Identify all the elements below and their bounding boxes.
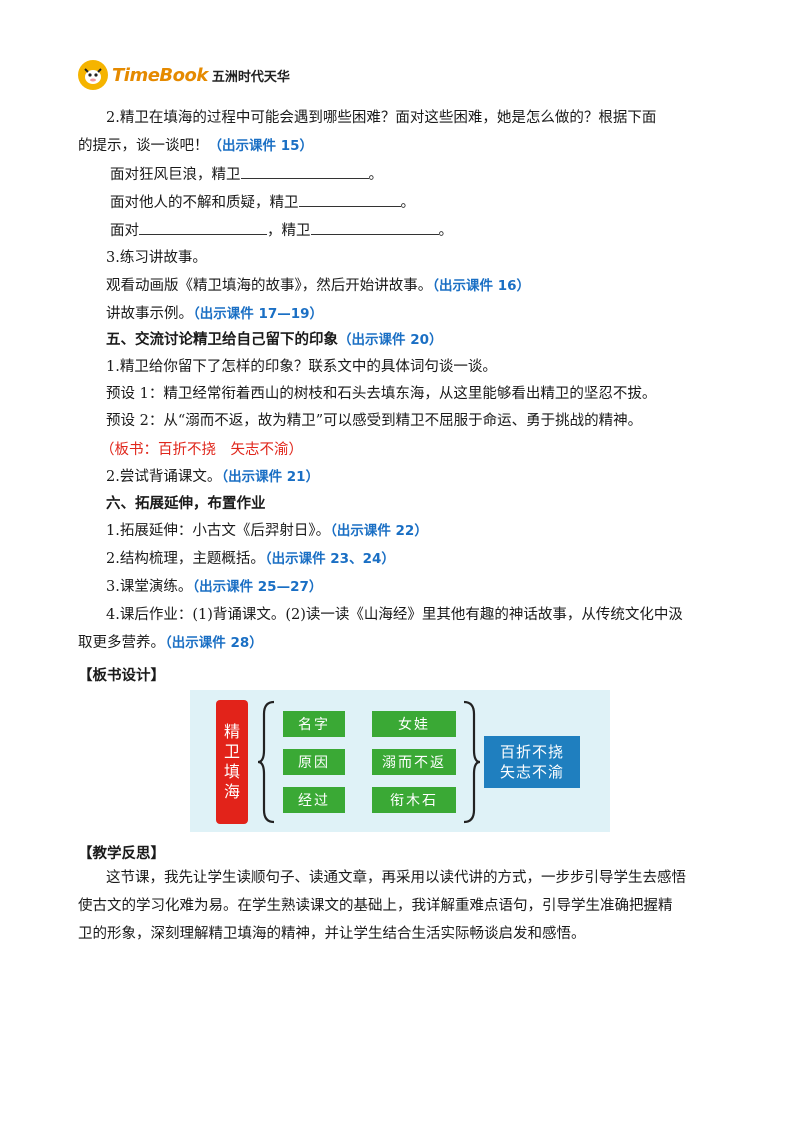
q3-example-text: 讲故事示例。 <box>106 306 193 322</box>
answer-blank <box>298 192 401 207</box>
board-title-char: 卫 <box>223 742 240 761</box>
answer-blank <box>240 164 369 179</box>
section5-heading: 五、交流讨论精卫给自己留下的印象（出示课件 20） <box>106 330 443 350</box>
q2-prompt-b-text: 面对他人的不解和质疑，精卫 <box>110 195 299 211</box>
section5-heading-text: 五、交流讨论精卫给自己留下的印象 <box>106 332 338 348</box>
section6-item4-ref: （出示课件 28） <box>165 635 263 651</box>
reflection-line3: 卫的形象，深刻理解精卫填海的精神，并让学生结合生活实际畅谈启发和感悟。 <box>78 926 586 942</box>
section6-item1: 1.拓展延伸：小古文《后羿射日》。（出示课件 22） <box>106 521 428 541</box>
section6-item2-text: 2.结构梳理，主题概括。 <box>106 551 265 567</box>
section6-item4-line1: 4.课后作业：(1)背诵课文。(2)读一读《山海经》里其他有趣的神话故事，从传统… <box>106 607 683 623</box>
section6-item4-line2: 取更多营养。（出示课件 28） <box>78 633 263 653</box>
board-summary-line2: 矢志不渝 <box>499 763 564 781</box>
board-summary-line1: 百折不挠 <box>499 743 564 761</box>
board-box-nvwa: 女娃 <box>372 711 456 737</box>
section6-item4-line2-text: 取更多营养。 <box>78 635 165 651</box>
answer-blank <box>139 220 267 235</box>
q3-watch: 观看动画版《精卫填海的故事》，然后开始讲故事。（出示课件 16） <box>106 276 530 296</box>
publisher-logo: TimeBook 五洲时代天华 <box>78 58 290 92</box>
q3-example-ref: （出示课件 17—19） <box>193 306 324 322</box>
board-note: （板书：百折不挠 矢志不渝） <box>100 442 303 458</box>
q2-line1: 2.精卫在填海的过程中可能会遇到哪些困难？面对这些困难，她是怎么做的？根据下面 <box>106 110 657 126</box>
cow-mascot-icon <box>78 60 108 90</box>
board-box-process: 经过 <box>283 787 345 813</box>
board-box-drowned: 溺而不返 <box>372 749 456 775</box>
q2-prompt-c-mid: ，精卫 <box>267 223 311 239</box>
section6-item3-text: 3.课堂演练。 <box>106 579 193 595</box>
section5-q2-text: 2.尝试背诵课文。 <box>106 469 222 485</box>
section6-item2: 2.结构梳理，主题概括。（出示课件 23、24） <box>106 549 395 569</box>
section5-q2: 2.尝试背诵课文。（出示课件 21） <box>106 467 319 487</box>
section5-preset1: 预设 1：精卫经常衔着西山的树枝和石头去填东海，从这里能够看出精卫的坚忍不拔。 <box>106 386 657 402</box>
board-box-reason: 原因 <box>283 749 345 775</box>
q2-line2: 的提示，谈一谈吧！（出示课件 15） <box>78 136 313 156</box>
q2-prompt-c: 面对 ，精卫 。 <box>110 220 453 241</box>
reflection-heading: 【教学反思】 <box>78 846 165 862</box>
q2-line2-text: 的提示，谈一谈吧！ <box>78 138 209 154</box>
q3-watch-ref: （出示课件 16） <box>432 278 530 294</box>
left-brace-icon <box>257 700 275 824</box>
board-summary: 百折不挠 矢志不渝 <box>484 736 580 788</box>
q3-example: 讲故事示例。（出示课件 17—19） <box>106 304 323 324</box>
period: 。 <box>400 195 416 211</box>
board-title-char: 精 <box>223 722 240 741</box>
logo-text-cn: 五洲时代天华 <box>211 69 290 85</box>
section5-ref: （出示课件 20） <box>338 332 443 348</box>
board-box-carry-wood: 衔木石 <box>372 787 456 813</box>
right-brace-icon <box>463 700 481 824</box>
reflection-line2: 使古文的学习化难为易。在学生熟读课文的基础上，我详解重难点语句，引导学生准确把握… <box>78 898 673 914</box>
q2-prompt-a-text: 面对狂风巨浪，精卫 <box>110 167 241 183</box>
period: 。 <box>368 167 384 183</box>
logo-text-en: TimeBook <box>112 64 208 86</box>
board-box-name: 名字 <box>283 711 345 737</box>
section5-q1: 1.精卫给你留下了怎样的印象？联系文中的具体词句谈一谈。 <box>106 359 497 375</box>
q3-title: 3.练习讲故事。 <box>106 250 207 266</box>
section6-item1-text: 1.拓展延伸：小古文《后羿射日》。 <box>106 523 331 539</box>
q3-watch-text: 观看动画版《精卫填海的故事》，然后开始讲故事。 <box>106 278 433 294</box>
section6-item2-ref: （出示课件 23、24） <box>264 551 395 567</box>
section5-q2-ref: （出示课件 21） <box>221 469 320 485</box>
section5-preset2: 预设 2：从“溺而不返，故为精卫”可以感受到精卫不屈服于命运、勇于挑战的精神。 <box>106 413 643 429</box>
section6-item3: 3.课堂演练。（出示课件 25—27） <box>106 577 322 597</box>
board-title: 精 卫 填 海 <box>216 700 248 824</box>
q2-ref: （出示课件 15） <box>208 138 314 154</box>
section6-item1-ref: （出示课件 22） <box>330 523 428 539</box>
board-title-char: 填 <box>223 762 240 781</box>
q2-prompt-c-text: 面对 <box>110 223 139 239</box>
answer-blank <box>310 220 439 235</box>
period: 。 <box>438 223 454 239</box>
section6-heading: 六、拓展延伸，布置作业 <box>106 496 266 512</box>
reflection-line1: 这节课，我先让学生读顺句子、读通文章，再采用以读代讲的方式，一步步引导学生去感悟 <box>106 870 686 886</box>
board-design-heading: 【板书设计】 <box>78 668 165 684</box>
section6-item3-ref: （出示课件 25—27） <box>192 579 323 595</box>
board-title-char: 海 <box>223 782 240 801</box>
q2-prompt-a: 面对狂风巨浪，精卫 。 <box>110 164 383 185</box>
q2-prompt-b: 面对他人的不解和质疑，精卫 。 <box>110 192 415 213</box>
